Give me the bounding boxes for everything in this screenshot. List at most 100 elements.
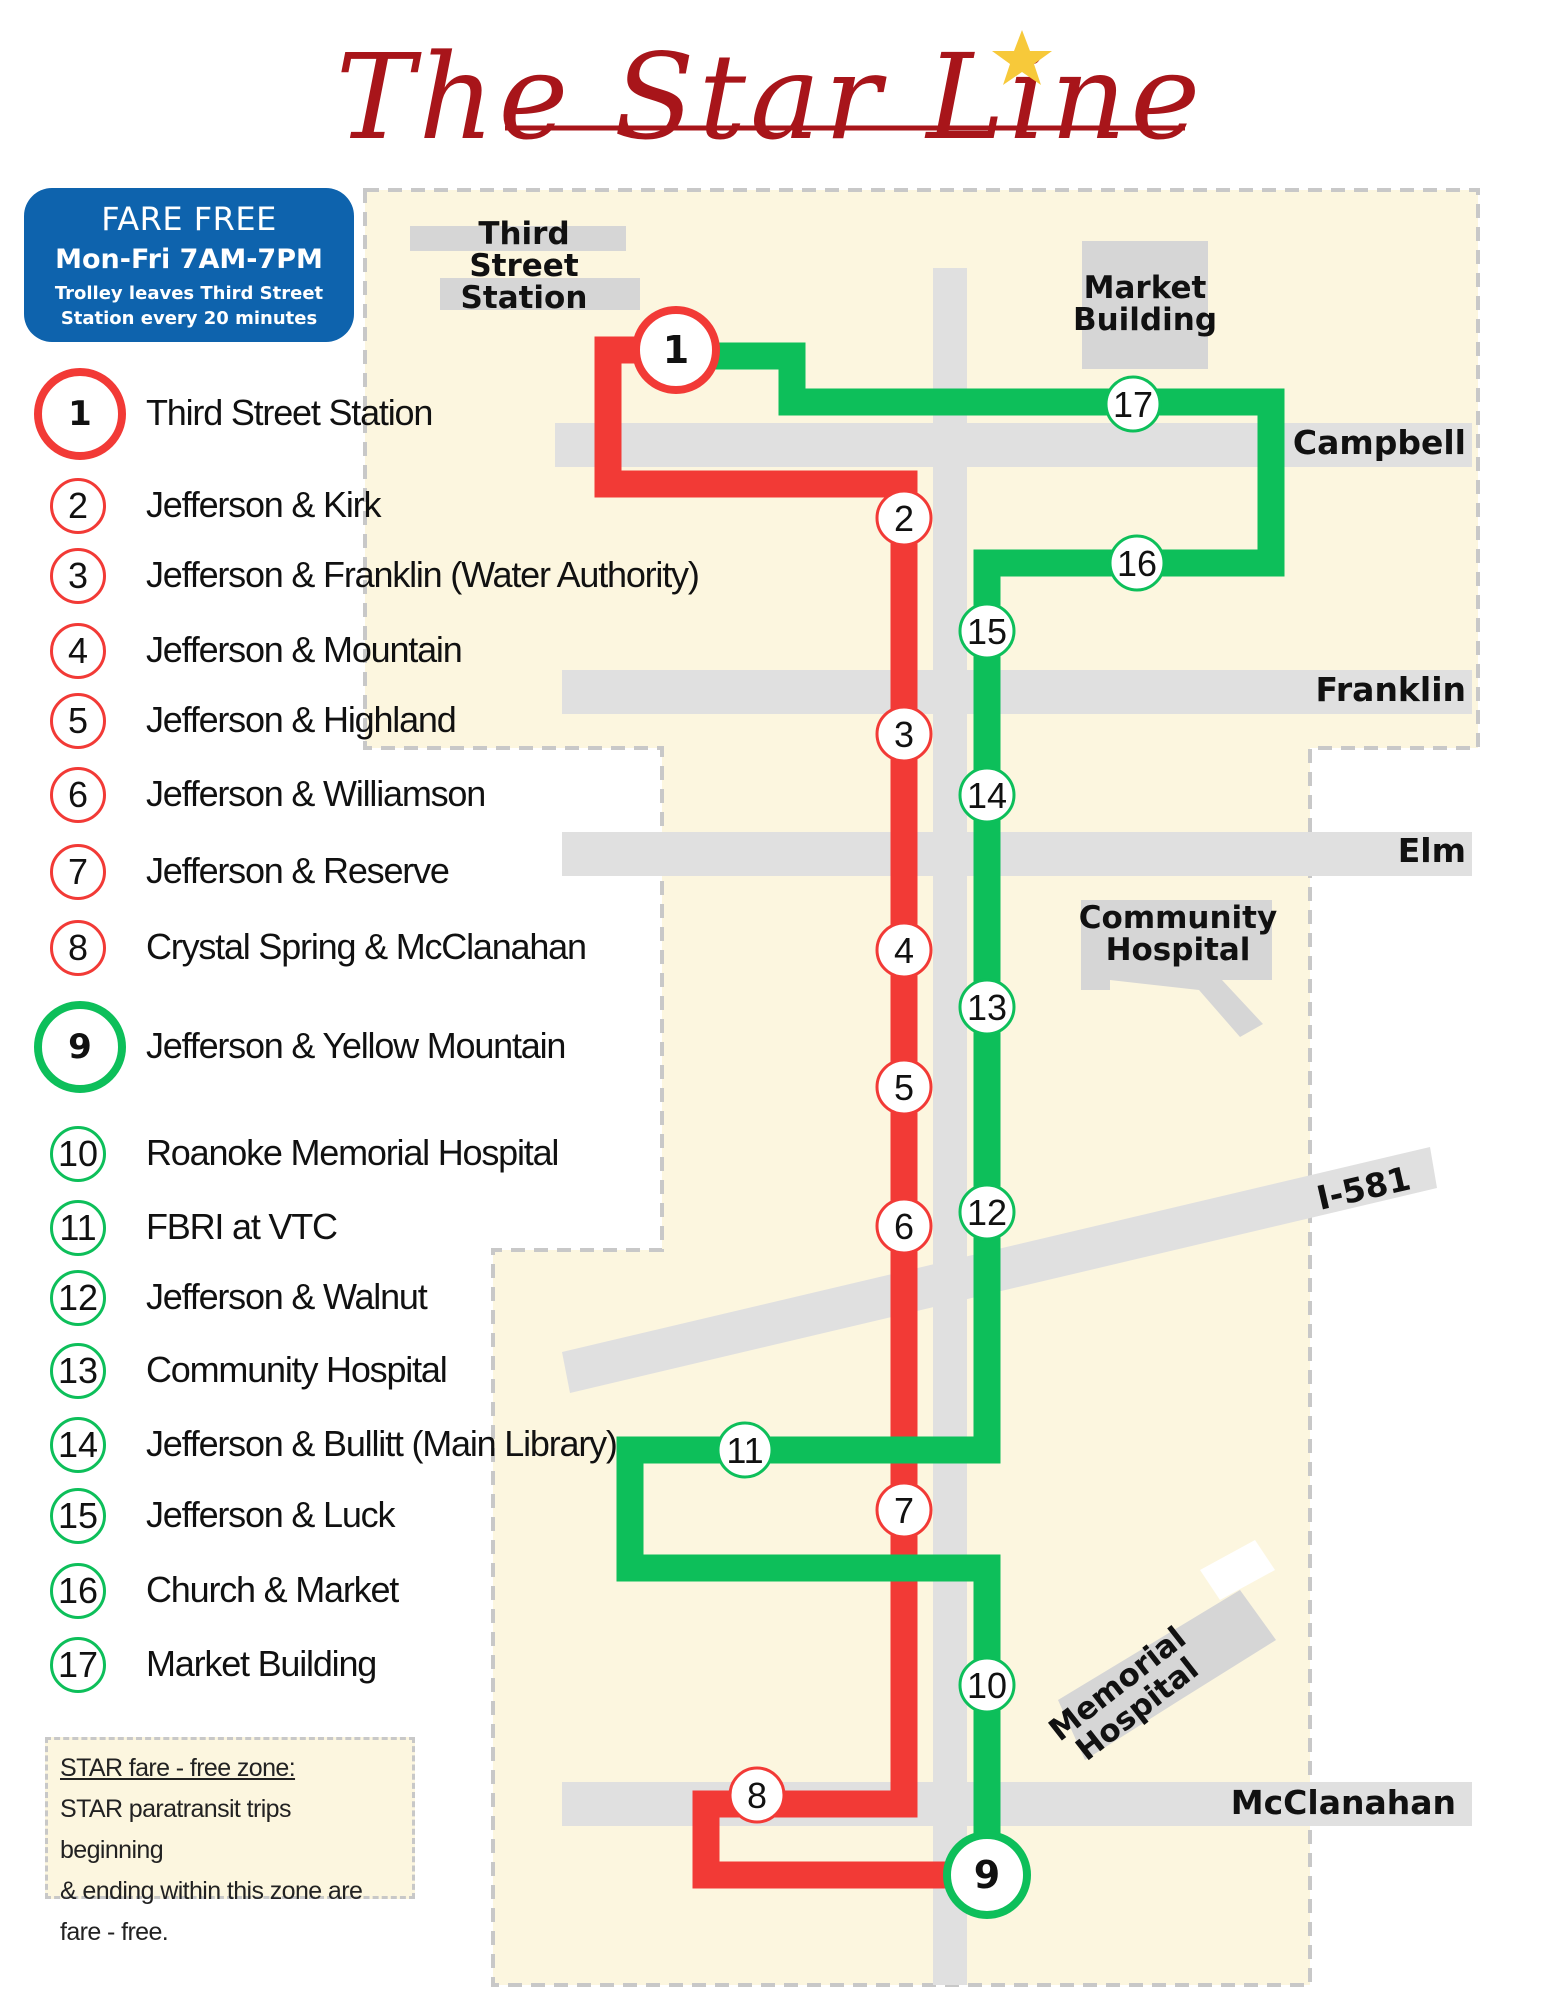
legend-stop-badge: 11 bbox=[50, 1200, 106, 1256]
map-stop-marker bbox=[958, 1656, 1016, 1714]
legend-stop-name: Jefferson & Mountain bbox=[146, 629, 463, 670]
fare-free-badge: FARE FREE Mon-Fri 7AM-7PM Trolley leaves… bbox=[24, 188, 354, 342]
legend-stop-badge: 4 bbox=[50, 623, 106, 679]
building-market bbox=[1082, 241, 1208, 369]
legend-stop-badge: 16 bbox=[50, 1563, 106, 1619]
legend-stop-name: Jefferson & Highland bbox=[146, 699, 457, 740]
map-stop-marker bbox=[1108, 534, 1166, 592]
building-memorial-hospital bbox=[1058, 1590, 1276, 1760]
road-label-i581: I-581 bbox=[1313, 1158, 1414, 1217]
road-campbell bbox=[555, 423, 1472, 467]
map-stop-number: 17 bbox=[1113, 384, 1153, 425]
map-stop-number: 6 bbox=[894, 1206, 914, 1247]
building-community-hospital bbox=[1081, 900, 1272, 1037]
map-stop-13[interactable]: 13 bbox=[958, 978, 1016, 1036]
legend-stop-name: Jefferson & Bullitt (Main Library) bbox=[146, 1423, 618, 1464]
map-stop-number: 16 bbox=[1117, 543, 1157, 584]
fare-box-line3b: Station every 20 minutes bbox=[60, 308, 318, 329]
legend-stop-badge: 15 bbox=[50, 1488, 106, 1544]
legend-stop-name: Jefferson & Kirk bbox=[146, 484, 381, 525]
legend-stop-badge: 1 bbox=[34, 368, 126, 460]
road-franklin bbox=[562, 670, 1472, 714]
label-market-1: Market bbox=[1084, 270, 1207, 306]
map-stop-marker bbox=[716, 1421, 774, 1479]
red-route bbox=[594, 336, 960, 1889]
legend-stop-name: Church & Market bbox=[146, 1569, 399, 1610]
map-stop-marker bbox=[943, 1831, 1031, 1919]
zone-note-line3: fare - free. bbox=[60, 1918, 169, 1946]
legend-stop-name: FBRI at VTC bbox=[146, 1206, 338, 1247]
road-jefferson bbox=[933, 268, 967, 1985]
map-stop-number: 13 bbox=[967, 987, 1007, 1028]
legend-stop-badge: 5 bbox=[50, 693, 106, 749]
legend-stop-badge: 2 bbox=[50, 478, 106, 534]
map-stop-number: 2 bbox=[894, 498, 914, 539]
map-stop-number: 8 bbox=[747, 1775, 767, 1816]
road-elm bbox=[562, 832, 1472, 876]
map-stop-6[interactable]: 6 bbox=[875, 1197, 933, 1255]
label-community-2: Hospital bbox=[1106, 932, 1251, 968]
map-stop-5[interactable]: 5 bbox=[875, 1058, 933, 1116]
map-stop-2[interactable]: 2 bbox=[875, 489, 933, 547]
map-stop-11[interactable]: 11 bbox=[716, 1421, 774, 1479]
map-stop-marker bbox=[875, 1058, 933, 1116]
map-stop-marker bbox=[632, 306, 720, 394]
label-market-2: Building bbox=[1073, 302, 1217, 338]
title-text: The Star Line bbox=[336, 28, 1205, 166]
zone-note-title: STAR fare - free zone: bbox=[60, 1754, 296, 1782]
legend-stop-badge: 3 bbox=[50, 548, 106, 604]
map-stop-3[interactable]: 3 bbox=[875, 705, 933, 763]
map-stop-15[interactable]: 15 bbox=[958, 602, 1016, 660]
map-stop-number: 10 bbox=[967, 1665, 1007, 1706]
map-stop-number: 3 bbox=[894, 714, 914, 755]
map-stop-4[interactable]: 4 bbox=[875, 921, 933, 979]
legend-stop-badge: 12 bbox=[50, 1270, 106, 1326]
fare-box-line2: Mon-Fri 7AM-7PM bbox=[55, 244, 323, 275]
map-stop-marker bbox=[728, 1766, 786, 1824]
title-logo: The Star Line bbox=[336, 28, 1205, 166]
map-stop-number: 14 bbox=[967, 775, 1007, 816]
map-stop-marker bbox=[875, 1481, 933, 1539]
map-stop-10[interactable]: 10 bbox=[958, 1656, 1016, 1714]
legend-stop-name: Jefferson & Luck bbox=[146, 1494, 395, 1535]
map-stop-marker bbox=[875, 921, 933, 979]
map-stop-12[interactable]: 12 bbox=[958, 1183, 1016, 1241]
map-stop-number: 12 bbox=[967, 1192, 1007, 1233]
legend-stop-badge: 13 bbox=[50, 1343, 106, 1399]
building-memorial-hospital-wing bbox=[1200, 1540, 1275, 1600]
legend-stop-name: Roanoke Memorial Hospital bbox=[146, 1132, 559, 1173]
map-stop-number: 4 bbox=[894, 930, 914, 971]
road-label-franklin: Franklin bbox=[1315, 670, 1466, 709]
green-route bbox=[616, 342, 1285, 1875]
legend-stop-name: Jefferson & Reserve bbox=[146, 850, 450, 891]
zone-note-line1: STAR paratransit trips beginning bbox=[60, 1795, 291, 1864]
map-stop-marker bbox=[875, 705, 933, 763]
legend-stop-name: Jefferson & Franklin (Water Authority) bbox=[146, 554, 700, 595]
legend-stop-name: Third Street Station bbox=[146, 392, 433, 433]
legend-stop-badge: 6 bbox=[50, 767, 106, 823]
legend-stop-name: Community Hospital bbox=[146, 1349, 448, 1390]
map-stop-14[interactable]: 14 bbox=[958, 766, 1016, 824]
map-stop-number: 9 bbox=[974, 1853, 1000, 1897]
map-stop-16[interactable]: 16 bbox=[1108, 534, 1166, 592]
map-stop-marker bbox=[1104, 375, 1162, 433]
label-third-street-1: Third bbox=[478, 216, 569, 252]
map-stop-number: 7 bbox=[894, 1490, 914, 1531]
road-label-campbell: Campbell bbox=[1293, 423, 1466, 462]
road-label-elm: Elm bbox=[1398, 831, 1466, 870]
label-third-street-3: Station bbox=[461, 280, 588, 316]
map-stop-7[interactable]: 7 bbox=[875, 1481, 933, 1539]
legend-stop-badge: 8 bbox=[50, 920, 106, 976]
map-stop-marker bbox=[958, 978, 1016, 1036]
map-stop-8[interactable]: 8 bbox=[728, 1766, 786, 1824]
map-stop-17[interactable]: 17 bbox=[1104, 375, 1162, 433]
fare-box-line3a: Trolley leaves Third Street bbox=[54, 283, 324, 304]
legend-stop-name: Jefferson & Williamson bbox=[146, 773, 486, 814]
map-stop-9[interactable]: 9 bbox=[943, 1831, 1031, 1919]
map-stop-1[interactable]: 1 bbox=[632, 306, 720, 394]
map-stop-marker bbox=[958, 766, 1016, 824]
map-stop-number: 1 bbox=[663, 328, 689, 372]
map-stop-number: 5 bbox=[894, 1067, 914, 1108]
